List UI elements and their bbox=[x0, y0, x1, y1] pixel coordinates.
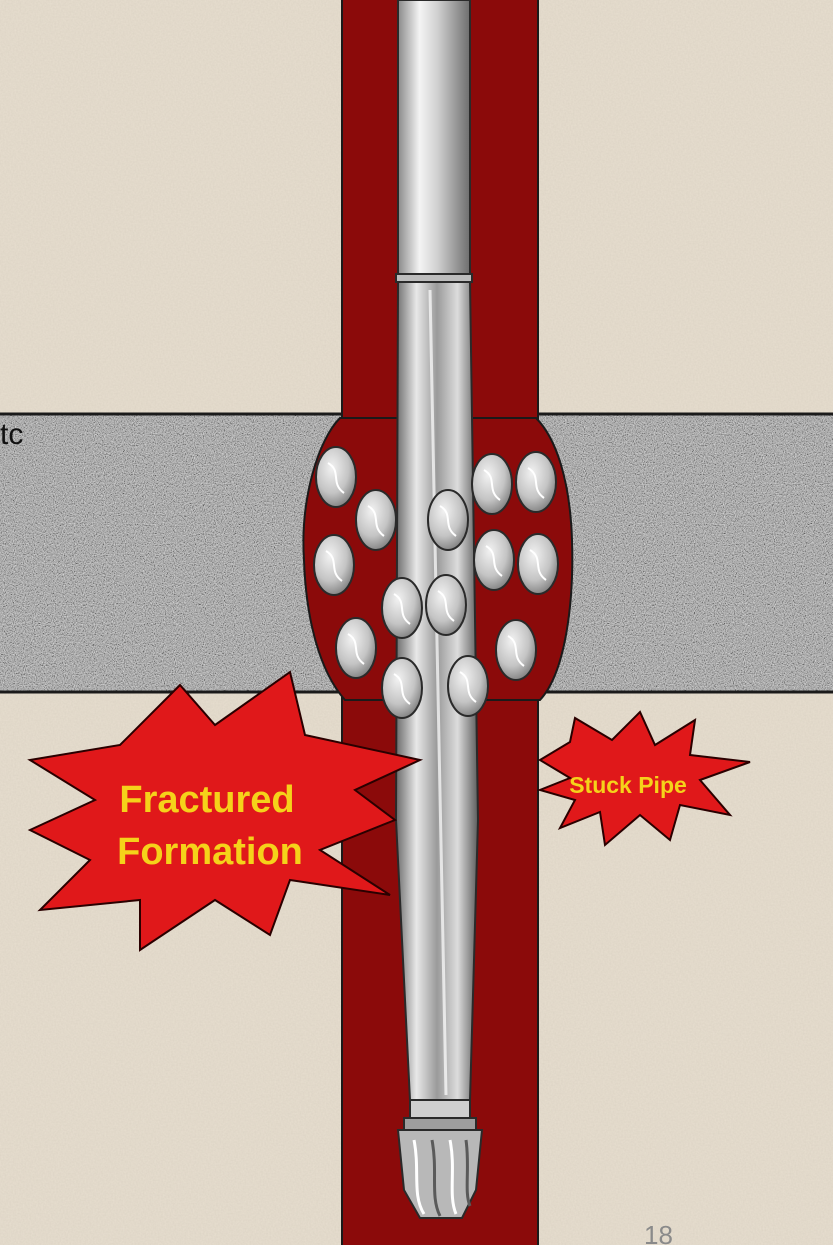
drill-pipe bbox=[396, 0, 472, 282]
callout-label-stuck-pipe: Stuck Pipe bbox=[569, 772, 687, 798]
page-number: 18 bbox=[644, 1220, 673, 1251]
clipped-text-fragment: tc bbox=[0, 418, 30, 452]
callout-label-fractured: Fractured bbox=[119, 779, 294, 821]
callout-label-formation: Formation bbox=[117, 831, 303, 873]
